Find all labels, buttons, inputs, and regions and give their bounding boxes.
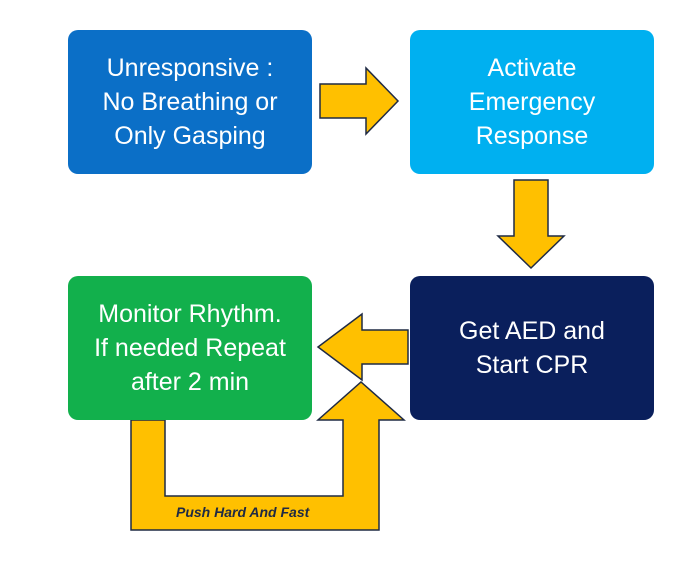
arrow-left [316, 312, 409, 382]
step-aed-cpr: Get AED and Start CPR [410, 276, 654, 420]
step-unresponsive-text: Unresponsive : No Breathing or Only Gasp… [102, 54, 278, 150]
arrow-right [319, 66, 400, 136]
step-activate-emergency-text: Activate Emergency Response [468, 54, 596, 150]
step-monitor-rhythm-text: Monitor Rhythm. If needed Repeat after 2… [94, 300, 286, 396]
step-aed-cpr-text: Get AED and Start CPR [459, 317, 605, 379]
step-monitor-rhythm: Monitor Rhythm. If needed Repeat after 2… [68, 276, 312, 420]
loop-arrow [130, 380, 406, 531]
step-unresponsive: Unresponsive : No Breathing or Only Gasp… [68, 30, 312, 174]
arrow-down [496, 179, 566, 270]
loop-label: Push Hard And Fast [176, 504, 310, 520]
step-activate-emergency: Activate Emergency Response [410, 30, 654, 174]
